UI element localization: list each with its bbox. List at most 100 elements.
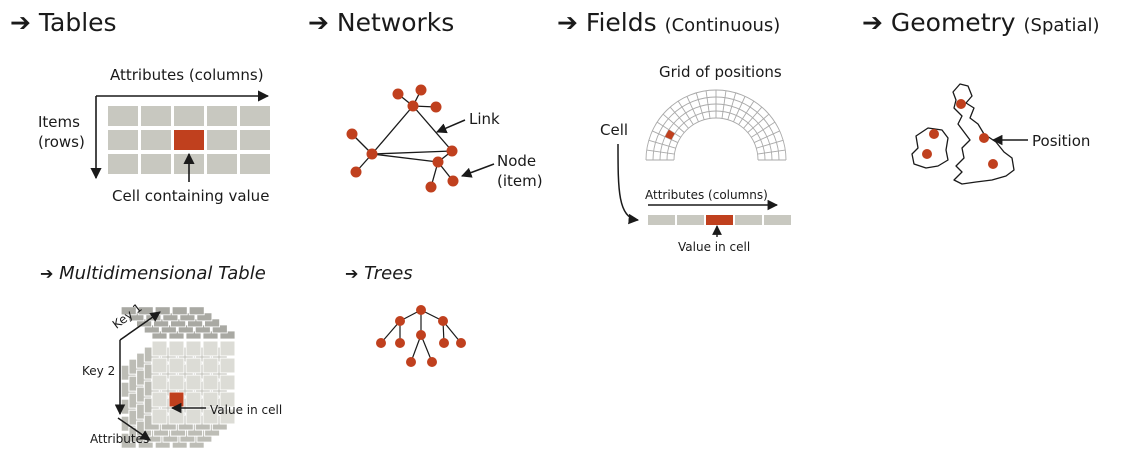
polar-spoke bbox=[743, 106, 763, 129]
polar-spoke bbox=[756, 139, 784, 149]
cube-cell bbox=[219, 357, 236, 374]
link-pointer-arrow bbox=[436, 119, 466, 134]
heading-trees: ➔ Trees bbox=[345, 263, 413, 284]
map-positions bbox=[922, 99, 998, 169]
cube-cell bbox=[202, 340, 219, 357]
networks-item-label: (item) bbox=[497, 172, 543, 190]
tables-rows-label: (rows) bbox=[38, 133, 85, 151]
table-cell bbox=[141, 130, 171, 150]
cube-cell bbox=[185, 408, 202, 425]
table-cell bbox=[240, 106, 270, 126]
polar-spoke bbox=[662, 113, 685, 133]
fields-value-label: Value in cell bbox=[678, 240, 751, 254]
polar-spoke bbox=[677, 100, 694, 125]
multidim-value-label: Value in cell bbox=[210, 403, 283, 417]
cube-cell bbox=[168, 357, 185, 374]
multidim-key2-label: Key 2 bbox=[82, 364, 116, 378]
polar-spoke bbox=[705, 90, 711, 119]
cube-cell bbox=[185, 374, 202, 391]
field-row bbox=[648, 215, 791, 225]
tree-nodes bbox=[376, 305, 466, 367]
polar-grid bbox=[645, 89, 787, 161]
geometry-position-label: Position bbox=[1032, 132, 1091, 150]
cube-top-cell bbox=[154, 306, 171, 316]
cube-cell bbox=[219, 340, 236, 357]
cube-top-cell bbox=[137, 306, 154, 316]
fields-grid-label: Grid of positions bbox=[659, 63, 782, 81]
heading-tables: ➔ Tables bbox=[10, 8, 117, 37]
polar-spoke bbox=[751, 121, 776, 138]
polar-spoke bbox=[669, 106, 689, 129]
fields-cell-label: Cell bbox=[600, 121, 629, 139]
heading-multidim: ➔ Multidimensional Table bbox=[40, 263, 266, 284]
table-cell bbox=[108, 154, 138, 174]
cell-to-row-arrow bbox=[617, 143, 640, 225]
polar-ring bbox=[673, 117, 759, 161]
arrow-right-icon: ➔ bbox=[862, 8, 883, 37]
cube-cell bbox=[219, 408, 236, 425]
table-cell bbox=[174, 106, 204, 126]
arrow-right-icon: ➔ bbox=[40, 264, 54, 283]
polar-spoke bbox=[733, 96, 746, 122]
heading-networks: ➔ Networks bbox=[308, 8, 454, 37]
cube-top-cell bbox=[171, 306, 188, 316]
cube-cell bbox=[151, 374, 168, 391]
highlighted-cube-cell bbox=[168, 391, 185, 408]
polar-spoke bbox=[648, 139, 676, 149]
polar-spoke bbox=[727, 92, 737, 120]
polar-spoke bbox=[747, 113, 770, 133]
arrow-right-icon: ➔ bbox=[557, 8, 578, 37]
cube-cell bbox=[202, 408, 219, 425]
polar-spoke bbox=[721, 90, 727, 119]
cube-cell bbox=[219, 391, 236, 408]
cube-cell bbox=[185, 357, 202, 374]
heading-tables-title: Tables bbox=[38, 8, 117, 37]
heading-networks-title: Networks bbox=[336, 8, 455, 37]
tables-cell-label: Cell containing value bbox=[112, 187, 270, 205]
polar-spoke bbox=[695, 92, 705, 120]
cube-cell bbox=[202, 374, 219, 391]
table-cell bbox=[108, 130, 138, 150]
heading-geometry-title: Geometry bbox=[890, 8, 1016, 37]
map-outline bbox=[911, 83, 1015, 185]
cube-cell bbox=[151, 391, 168, 408]
heading-fields: ➔ Fields (Continuous) bbox=[557, 8, 780, 37]
cube-cell bbox=[151, 357, 168, 374]
cube-cell bbox=[168, 374, 185, 391]
cube-cell bbox=[185, 391, 202, 408]
polar-spoke bbox=[646, 149, 675, 155]
tables-attributes-label: Attributes (columns) bbox=[110, 66, 264, 84]
heading-fields-title: Fields bbox=[585, 8, 657, 37]
cube-top-cell bbox=[120, 306, 137, 316]
node-pointer-arrow bbox=[461, 163, 495, 178]
table-cell bbox=[207, 154, 237, 174]
networks-link-label: Link bbox=[469, 110, 500, 128]
fields-attributes-label: Attributes (columns) bbox=[645, 188, 768, 202]
field-cell bbox=[677, 215, 704, 225]
cube-cell bbox=[151, 340, 168, 357]
cube-cell bbox=[202, 391, 219, 408]
attributes-depth-arrow bbox=[117, 417, 151, 441]
networks-node-label: Node bbox=[497, 152, 537, 170]
polar-spoke bbox=[757, 149, 786, 155]
polar-spoke bbox=[754, 130, 780, 143]
table-cell bbox=[108, 106, 138, 126]
field-cell bbox=[764, 215, 791, 225]
cube-cell bbox=[168, 340, 185, 357]
highlighted-field-cell bbox=[706, 215, 733, 225]
cube-cell bbox=[168, 408, 185, 425]
field-cell bbox=[735, 215, 762, 225]
table-grid bbox=[108, 106, 270, 174]
table-cell bbox=[207, 106, 237, 126]
tables-items-label: Items bbox=[38, 113, 80, 131]
field-cell bbox=[648, 215, 675, 225]
arrow-right-icon: ➔ bbox=[308, 8, 329, 37]
network-nodes bbox=[346, 84, 459, 193]
cube-top-cell bbox=[188, 306, 205, 316]
heading-fields-sub: (Continuous) bbox=[664, 15, 781, 36]
cube-cell bbox=[151, 408, 168, 425]
multidim-attributes-label: Attributes bbox=[90, 432, 150, 446]
arrow-right-icon: ➔ bbox=[345, 264, 359, 283]
table-cell bbox=[141, 106, 171, 126]
polar-spoke bbox=[686, 96, 699, 122]
